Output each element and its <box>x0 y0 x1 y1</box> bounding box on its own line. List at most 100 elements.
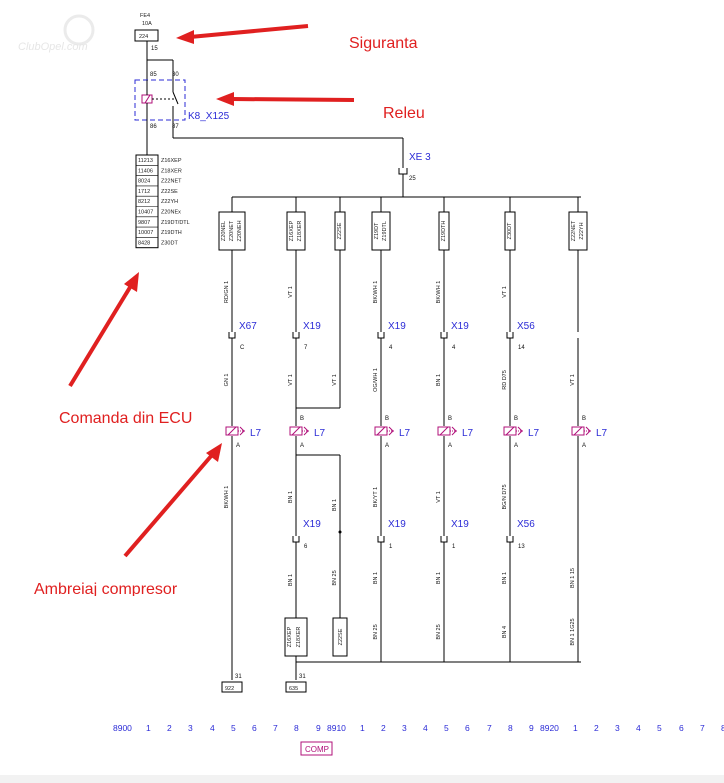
engine-label: Z16XEP <box>289 220 295 241</box>
connector-bottom-label: X19 <box>451 519 469 530</box>
connector-top-label: X56 <box>517 321 535 332</box>
connector-top-pin: C <box>240 345 245 351</box>
connector-bottom-label: X56 <box>517 519 535 530</box>
connector-bottom-label: X19 <box>388 519 406 530</box>
ecu-table-code: 1712 <box>138 189 150 195</box>
ruler-mark: 8910 <box>327 723 346 733</box>
connector-bottom-icon <box>440 536 448 543</box>
engine-box <box>218 211 246 251</box>
connector-bottom-label: X19 <box>303 519 321 530</box>
wire-label: BK/WH 1 <box>373 281 379 304</box>
relay-pin-85: 85 <box>150 72 157 78</box>
arrow-ecu-icon <box>68 272 139 388</box>
ecu-table-code: 10407 <box>138 210 153 216</box>
arrow-fuse-icon <box>176 24 309 44</box>
clutch-pin-a: A <box>385 443 389 449</box>
wire-label: BN 1 <box>436 374 442 386</box>
clutch-pin-b: B <box>582 416 586 422</box>
wire-label: RD D75 <box>502 370 508 390</box>
ruler-mark: 7 <box>273 723 278 733</box>
wire-label: BG/N D75 <box>502 484 508 509</box>
ruler-mark: 2 <box>167 723 172 733</box>
fuse-rating: 10A <box>142 21 152 27</box>
engine-label: Z22SE <box>337 222 343 239</box>
annotation-ecu: Comanda din ECU <box>59 410 192 427</box>
ruler-mark: 5 <box>444 723 449 733</box>
connector-bottom-pin: 1 <box>452 544 456 550</box>
ruler-mark: 3 <box>188 723 193 733</box>
clutch-label: L7 <box>528 428 540 439</box>
arrow-clutch-icon <box>123 443 222 558</box>
wire-label: BN 25 <box>373 624 379 639</box>
ruler-mark: 6 <box>465 723 470 733</box>
ecu-table-code: 8212 <box>138 199 150 205</box>
wire-label: BN 25 <box>332 570 338 585</box>
connector-top-pin: 4 <box>452 345 456 351</box>
ground-box <box>285 681 307 693</box>
connector-bottom-pin: 1 <box>389 544 393 550</box>
relay-pin-86: 86 <box>150 124 157 130</box>
ruler-mark: 8900 <box>113 723 132 733</box>
connector-bottom-pin: 6 <box>304 544 308 550</box>
ruler-mark: 8920 <box>540 723 559 733</box>
clutch-pin-b: B <box>385 416 389 422</box>
connector-xe3-label: XE 3 <box>409 152 431 163</box>
engine-box <box>332 617 348 657</box>
engine-label: Z20NEH <box>237 220 243 241</box>
wire-label: BK/YT 1 <box>373 487 379 507</box>
watermark-text: ClubOpel.com <box>18 41 88 53</box>
ruler-mark: 2 <box>381 723 386 733</box>
wire-label: BK/WH 1 <box>224 486 230 509</box>
wire-label: BN 1 <box>373 572 379 584</box>
relay-output-wire: XE 3 25 <box>172 130 581 198</box>
fuse-pin: 15 <box>151 46 158 52</box>
ecu-table-code: 9807 <box>138 220 150 226</box>
clutch-pin-b: B <box>448 416 452 422</box>
watermark: ClubOpel.com <box>18 14 95 53</box>
ecu-table-engine: Z16XEP <box>161 158 182 164</box>
ground-box-id: 635 <box>289 686 298 692</box>
clutch-pin-a: A <box>300 443 304 449</box>
connector-top-pin: 4 <box>389 345 393 351</box>
relay-k8: 85 30 K8_X125 86 87 <box>134 60 230 130</box>
fuse-name: FE4 <box>140 13 150 19</box>
ecu-table-engine: Z19DTH <box>161 230 182 236</box>
wire-label: BN 1 <box>332 499 338 511</box>
clutch-label: L7 <box>462 428 474 439</box>
ruler-mark: 2 <box>594 723 599 733</box>
engine-label: Z19DT <box>374 222 380 239</box>
connector-bottom-icon <box>292 536 300 543</box>
compressor-clutch-icon <box>571 426 591 436</box>
engine-label: Z18XER <box>296 627 302 648</box>
connector-bottom-icon <box>506 536 514 543</box>
wire-label: BN 4 <box>502 626 508 638</box>
clutch-label: L7 <box>399 428 411 439</box>
ruler-mark: 5 <box>657 723 662 733</box>
engine-label: Z22SE <box>338 628 344 645</box>
wire-label: GN 1 <box>224 374 230 387</box>
compressor-clutch-icon <box>289 426 309 436</box>
clutch-pin-a: A <box>448 443 452 449</box>
wire-label: BK/WH 1 <box>436 281 442 304</box>
ground-box <box>221 681 243 693</box>
ground-pin: 31 <box>299 674 306 680</box>
ecu-table-engine: Z19DT/DTL <box>161 220 190 226</box>
ruler-mark: 1 <box>146 723 151 733</box>
compressor-clutch-icon <box>503 426 523 436</box>
relay-name: K8_X125 <box>188 111 230 122</box>
engine-label: Z20NEL <box>221 221 227 241</box>
ruler-mark: 8 <box>294 723 299 733</box>
clutch-pin-a: A <box>514 443 518 449</box>
wire-label: VT 1 <box>436 491 442 503</box>
ruler-mark: 4 <box>636 723 641 733</box>
wire-label: VT 1 <box>570 374 576 386</box>
